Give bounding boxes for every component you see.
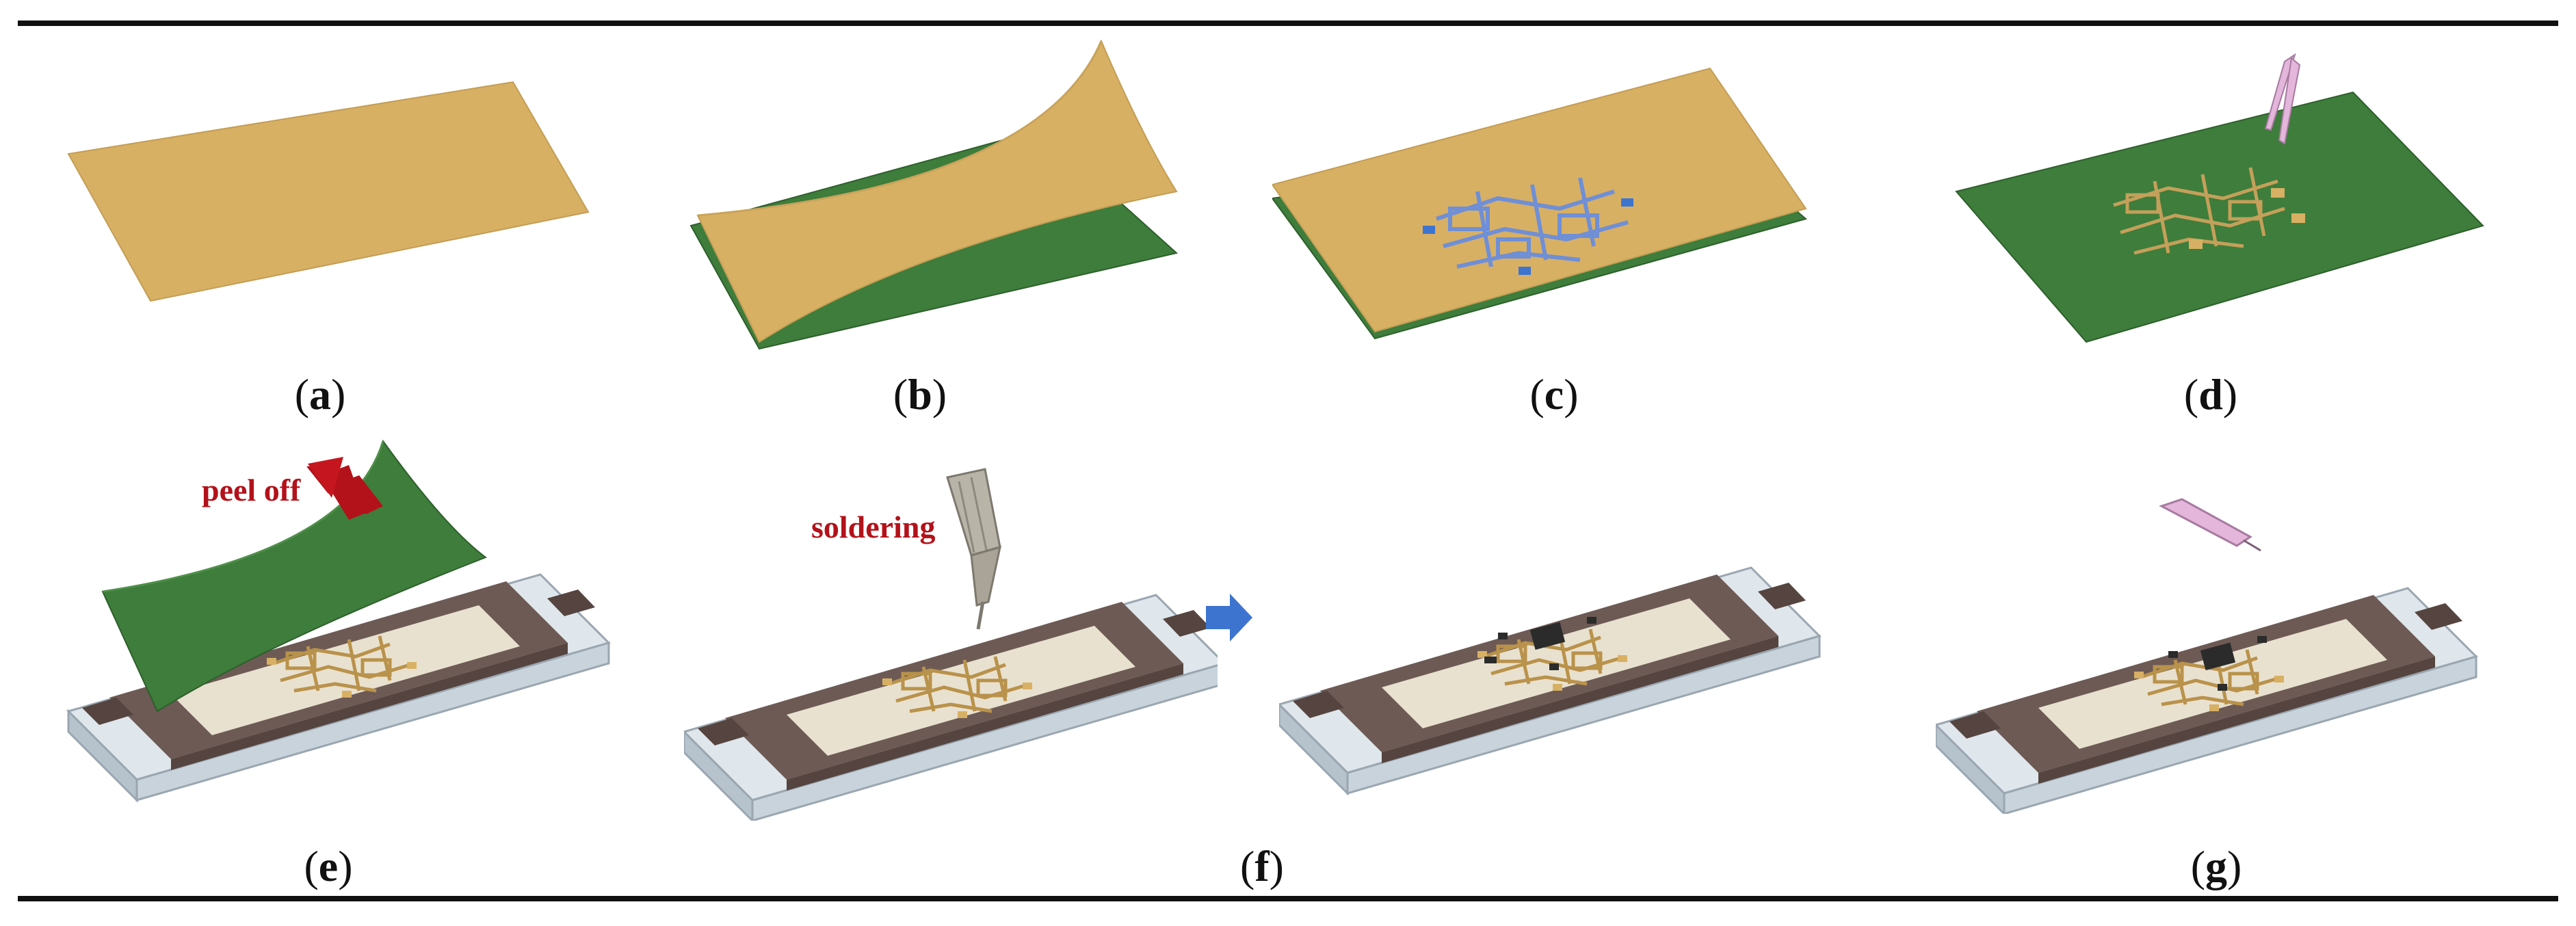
panel-c-patterning — [1272, 62, 1833, 349]
caption-b: (b) — [893, 370, 947, 419]
caption-e: (e) — [304, 842, 353, 890]
soldering-iron-icon — [946, 468, 1001, 630]
tweezers-icon — [2264, 53, 2301, 145]
panel-f-assembled — [1279, 465, 1840, 821]
panel-d-etched-board — [1949, 34, 2510, 349]
panel-b-laminating — [684, 27, 1204, 362]
panel-f-soldering — [684, 465, 1218, 821]
top-rule — [18, 21, 2558, 26]
caption-c: (c) — [1529, 370, 1579, 419]
peel-off-label: peel off — [202, 473, 301, 507]
panel-a-copper-sheet — [55, 68, 629, 328]
caption-a: (a) — [294, 370, 346, 419]
soldering-label: soldering — [811, 510, 936, 544]
panel-e-peel-off — [62, 438, 622, 821]
caption-g: (g) — [2190, 842, 2242, 890]
caption-d: (d) — [2183, 370, 2238, 419]
bottom-rule — [18, 896, 2558, 901]
panel-g-probing — [1936, 472, 2497, 814]
caption-f: (f) — [1240, 842, 1284, 890]
process-arrow-icon — [1206, 594, 1252, 641]
probe-pen-icon — [2159, 498, 2261, 552]
peel-arrow-icon — [306, 457, 383, 520]
